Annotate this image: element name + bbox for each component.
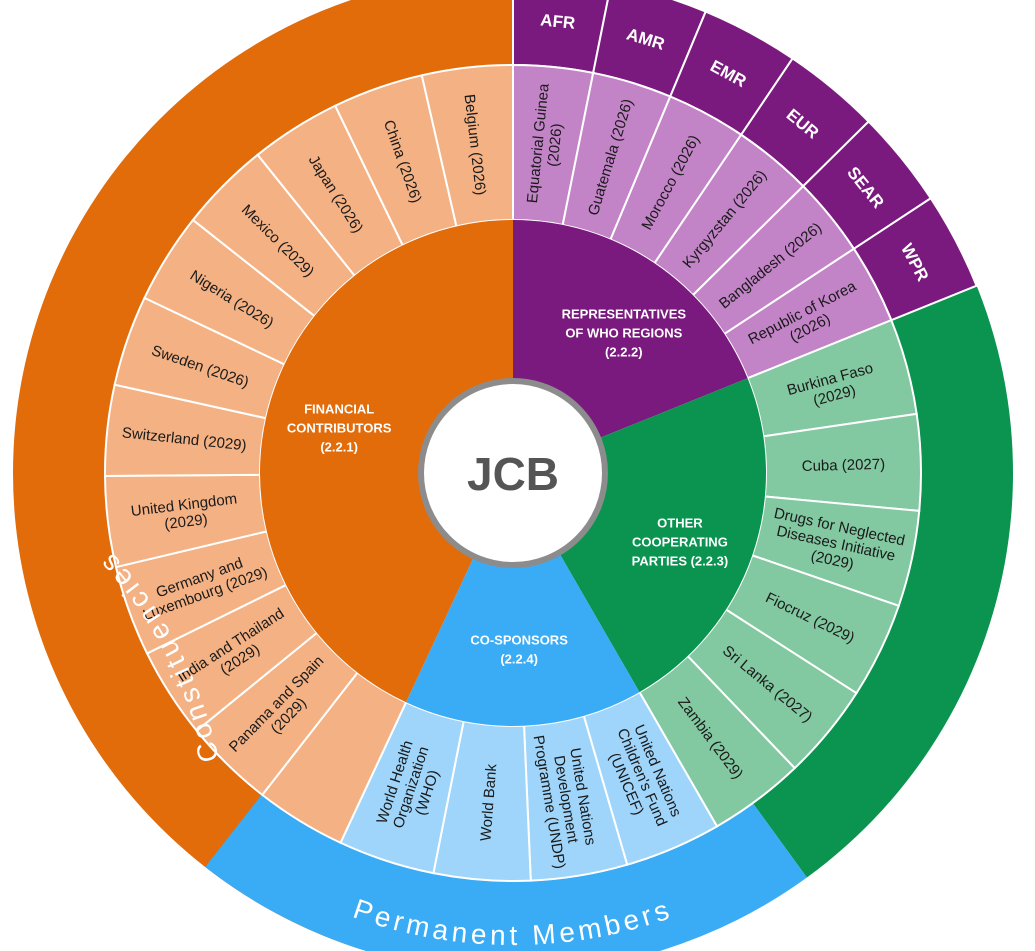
center-circle xyxy=(418,378,608,568)
who-core-wedge xyxy=(513,220,748,439)
other-parties-band xyxy=(752,158,1014,878)
member-segments-layer xyxy=(104,63,922,882)
permanent-members-band xyxy=(205,794,807,951)
region-label-afr: AFR xyxy=(539,10,576,32)
cosponsors-group-label: CO-SPONSORS(2.2.4) xyxy=(470,633,568,667)
financial-core-wedge xyxy=(259,220,513,703)
outer-band-layer xyxy=(13,0,1014,951)
center-label: JCB xyxy=(467,448,559,500)
cosponsors-member-label: World Bank xyxy=(477,763,500,842)
cosponsors-core-wedge xyxy=(406,552,640,727)
other-core-wedge xyxy=(559,378,766,693)
constituencies-band-left xyxy=(13,0,513,951)
core-groups-layer xyxy=(259,220,766,727)
other-member-label: Cuba (2027) xyxy=(802,456,886,475)
